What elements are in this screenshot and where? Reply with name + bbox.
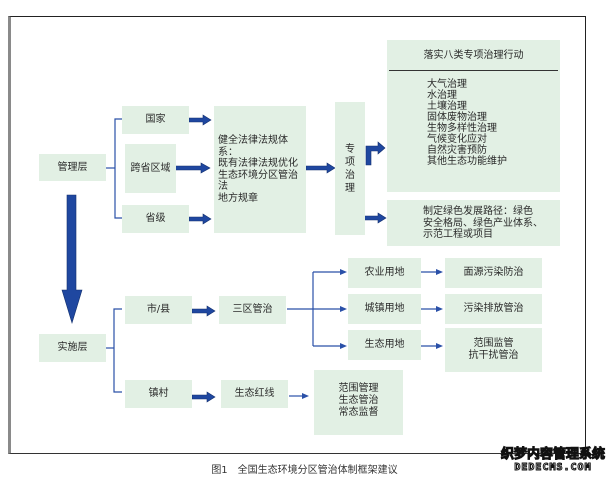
cross-province-box: 跨省区域 [125,144,176,193]
action-item: 土壤治理 [427,101,467,112]
national-box: 国家 [122,106,189,134]
town-village-box: 镇村 [125,380,192,408]
action-item: 大气治理 [427,79,467,90]
emission-control-label: 污染排放管治 [463,303,524,314]
arrowhead-agri [340,269,347,275]
figure-caption: 图1 全国生态环境分区管治体制框架建议 [211,465,398,476]
watermark-cn: 织梦内容管理系统 [500,447,605,462]
three-zone-branches [287,271,438,397]
implementation-layer-box: 实施层 [39,334,106,362]
urban-land-label: 城镇用地 [364,303,405,314]
three-zone-box: 三区管治 [219,296,286,324]
implementation-bracket [106,308,122,393]
actions-title-divider [389,70,558,71]
province-box: 省级 [122,205,189,233]
arrow-city-to-zone [191,305,216,317]
arrow-legal-to-special [305,162,336,174]
national-label: 国家 [145,114,166,125]
eco-land-label: 生态用地 [364,339,405,350]
arrow-special-to-green [363,212,387,224]
agri-land-box: 农业用地 [348,258,421,288]
city-county-box: 市/县 [125,296,192,324]
red-line-measures-box: 范围管理 生态管治 常态监督 [314,370,403,435]
urban-land-box: 城镇用地 [348,294,421,324]
action-item: 其他生态功能维护 [427,156,507,167]
management-bracket [106,118,122,219]
green-path-box: 制定绿色发展路径：绿色 安全格局、绿色产业体系、 示范工程或项目 [387,200,560,246]
arrow-cross-to-legal [174,162,211,174]
action-item: 水治理 [427,90,457,101]
arrowhead-emission [436,306,443,312]
arrowhead-scope [436,343,443,349]
arrowhead-eco [340,343,347,349]
special-governance-box: 专 项 治 理 [335,102,365,235]
implementation-layer-label: 实施层 [57,342,88,353]
watermark-en: DEDECMS.COM [514,462,592,474]
arrow-province-to-legal [188,213,212,225]
scope-supervision-text: 范围监管 抗干扰管治 [468,338,519,361]
arrow-national-to-legal [188,114,212,126]
arrowhead-redline-measures [302,393,309,399]
actions-list: 大气治理 水治理 土壤治理 固体废物治理 生物多样性治理 气候变化应对 自然灾害… [387,79,560,167]
town-village-label: 镇村 [148,388,169,399]
watermark-logo: 织梦内容管理系统 DEDECMS.COM [497,447,609,474]
arrow-management-to-implementation [61,194,83,325]
actions-box: 落实八类专项治理行动 大气治理 水治理 土壤治理 固体废物治理 生物多样性治理 … [387,40,560,192]
agri-land-label: 农业用地 [364,267,405,278]
nonpoint-pollution-label: 面源污染防治 [463,267,524,278]
three-zone-label: 三区管治 [232,304,273,315]
nonpoint-pollution-box: 面源污染防治 [445,258,542,288]
special-governance-text: 专 项 治 理 [345,143,355,194]
red-line-measures-text: 范围管理 生态管治 常态监督 [338,383,379,418]
action-item: 生物多样性治理 [427,123,497,134]
city-county-label: 市/县 [146,304,171,315]
legal-system-box: 健全法律法规体系： 既有法律法规优化 生态环境分区管治法 地方规章 [214,106,306,233]
action-item: 自然灾害预防 [427,145,487,156]
green-path-text: 制定绿色发展路径：绿色 安全格局、绿色产业体系、 示范工程或项目 [423,206,543,240]
management-layer-label: 管理层 [57,161,88,173]
cross-province-label: 跨省区域 [130,162,171,174]
province-label: 省级 [145,213,166,224]
action-item: 气候变化应对 [427,134,487,145]
arrowhead-nonpoint [436,269,443,275]
emission-control-box: 污染排放管治 [445,294,542,324]
action-item: 固体废物治理 [427,112,487,123]
eco-land-box: 生态用地 [348,330,421,360]
arrow-town-to-redline [191,391,216,403]
management-layer-box: 管理层 [39,154,106,181]
arrow-special-to-actions [365,141,386,166]
arrowhead-urban [340,306,347,312]
legal-system-text: 健全法律法规体系： 既有法律法规优化 生态环境分区管治法 地方规章 [218,135,298,204]
red-line-label: 生态红线 [234,388,275,399]
actions-title: 落实八类专项治理行动 [423,50,524,61]
diagram-frame [8,16,586,454]
red-line-box: 生态红线 [221,380,288,408]
scope-supervision-box: 范围监管 抗干扰管治 [445,328,542,372]
